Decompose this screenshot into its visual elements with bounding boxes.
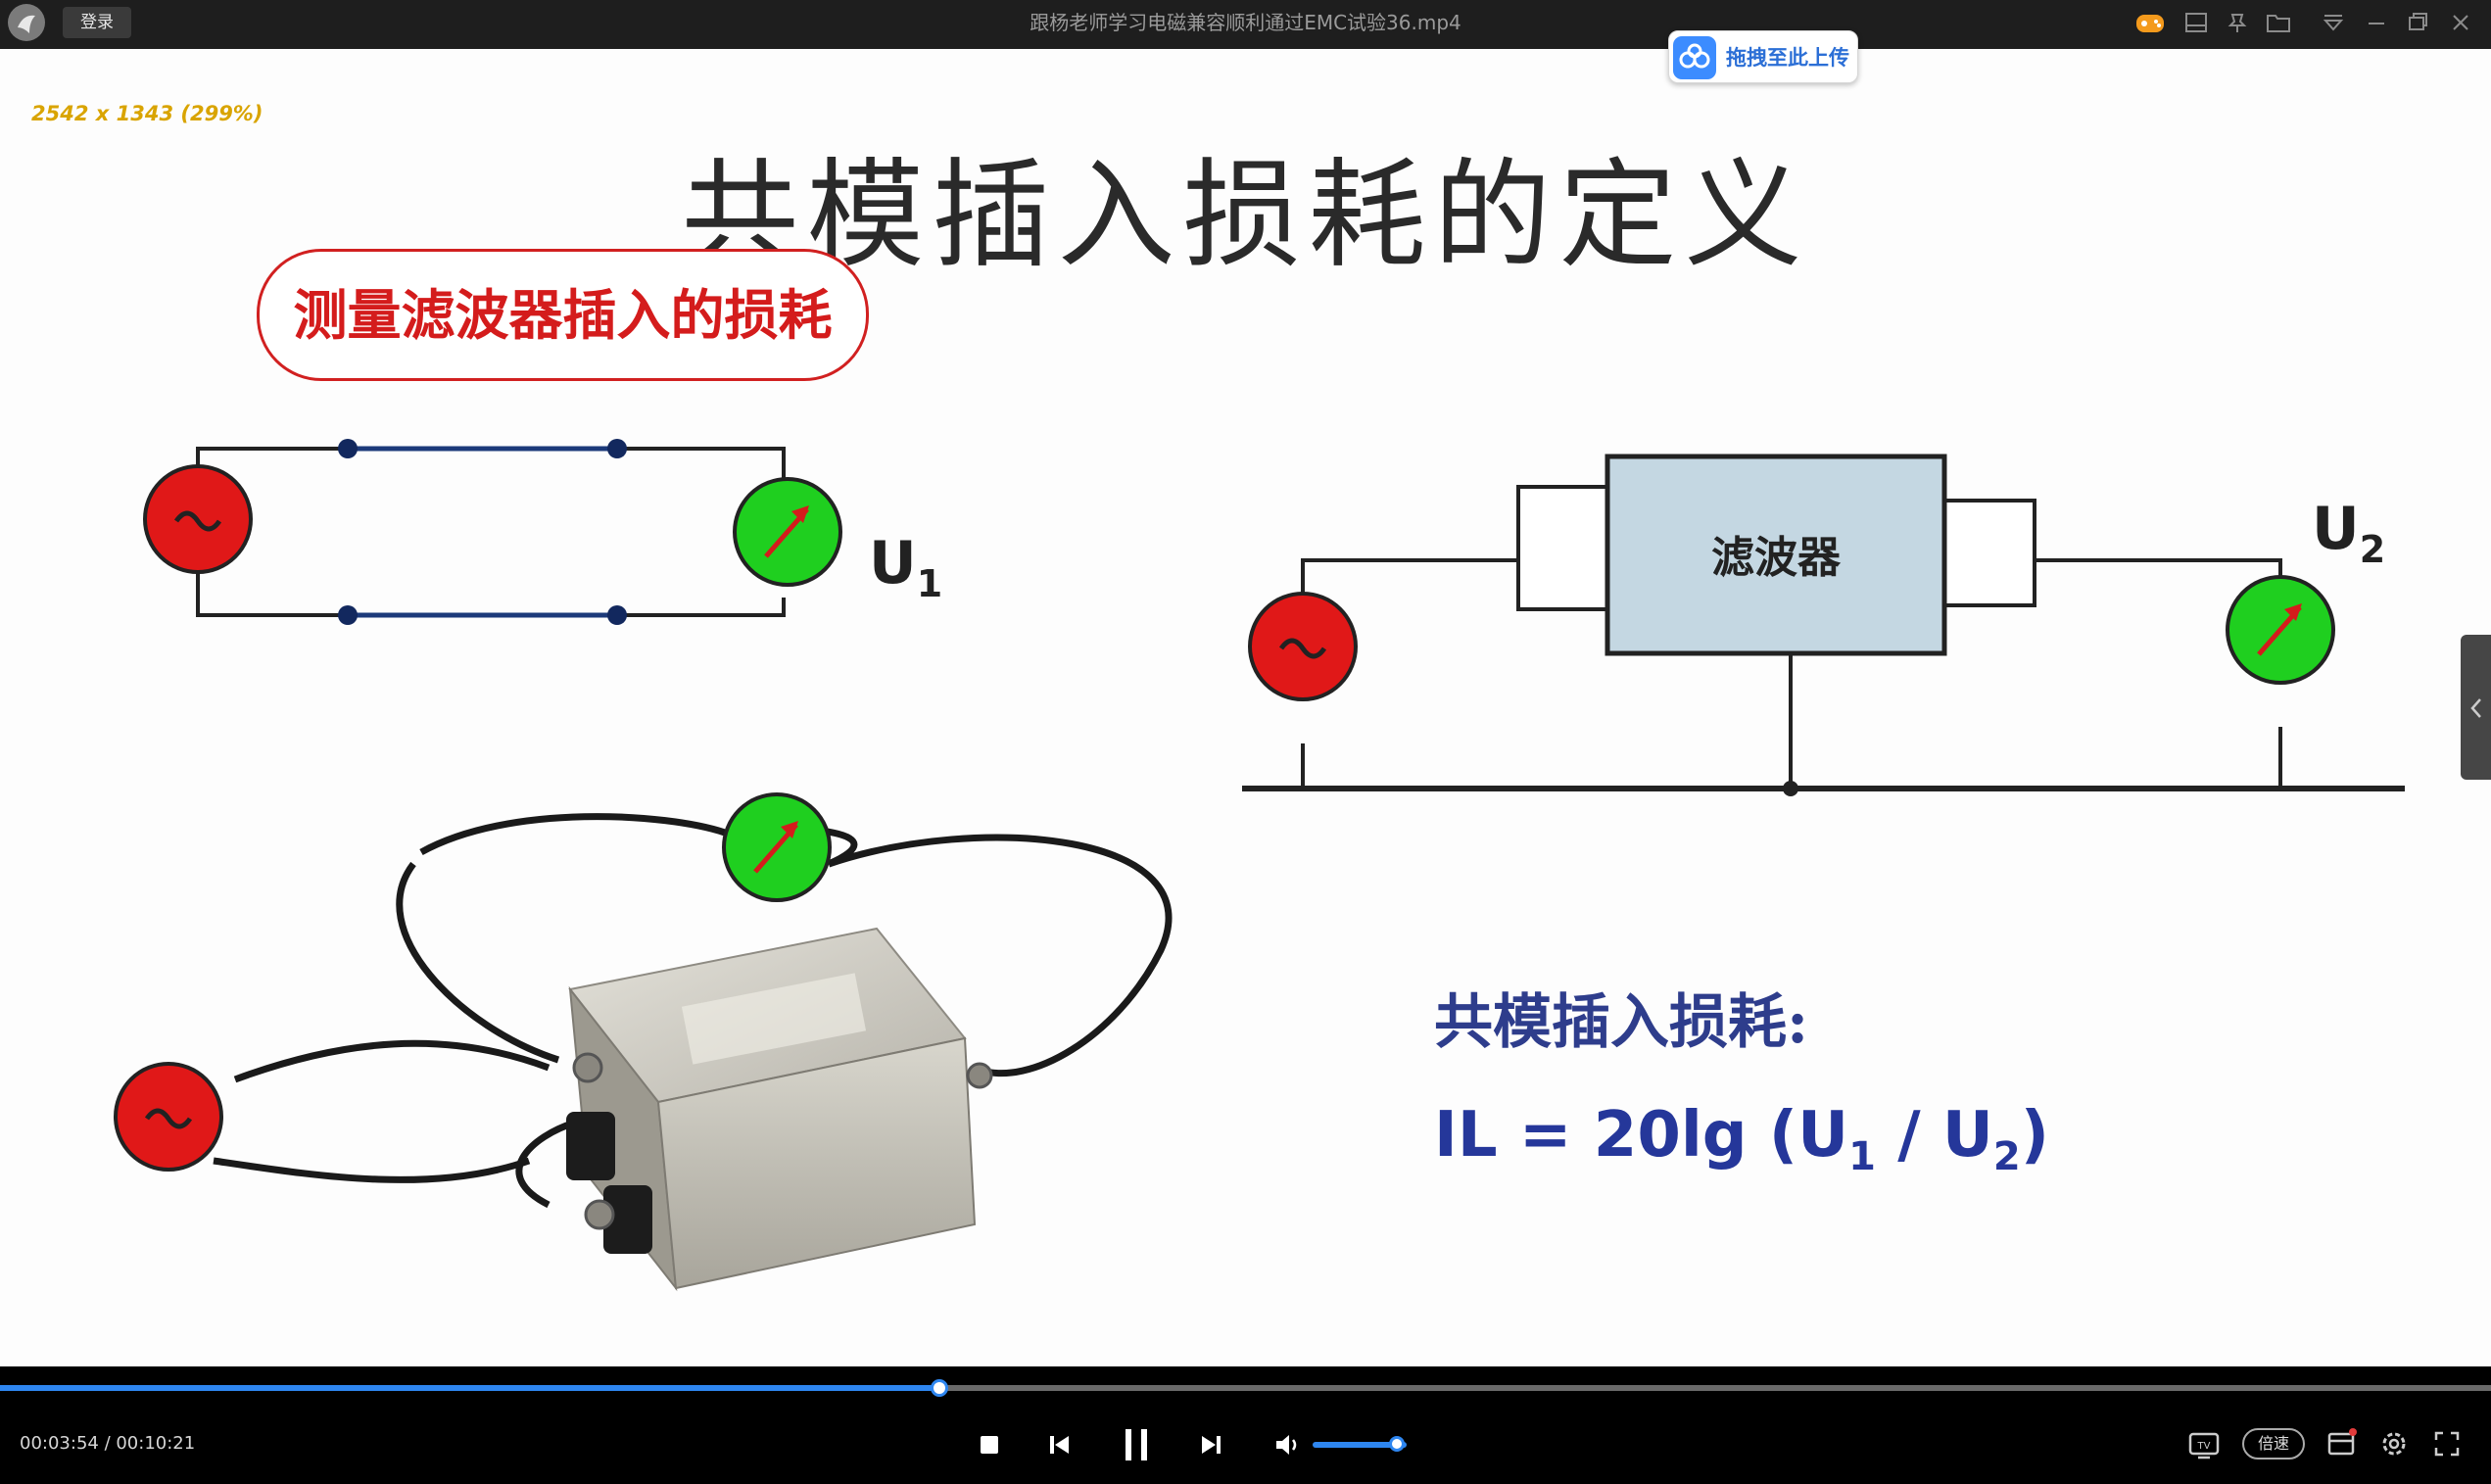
window-title: 跟杨老师学习电磁兼容顺利通过EMC试验36.mp4	[0, 0, 2491, 45]
signal-source-icon	[116, 1064, 221, 1170]
filter-label: 滤波器	[1711, 533, 1842, 583]
pause-icon	[1117, 1423, 1156, 1466]
stop-button[interactable]	[973, 1428, 1006, 1461]
progress-handle[interactable]	[931, 1379, 948, 1397]
game-controller-icon[interactable]	[2133, 6, 2167, 39]
voltmeter-icon	[724, 794, 830, 900]
formula-label: 共模插入损耗:	[1434, 975, 1808, 1060]
progress-bar[interactable]	[0, 1385, 2491, 1391]
ground-node-dot	[1783, 781, 1798, 796]
previous-button[interactable]	[1042, 1428, 1076, 1461]
folder-icon[interactable]	[2262, 6, 2295, 39]
gear-icon	[2376, 1426, 2412, 1461]
settings-button[interactable]	[2376, 1426, 2412, 1461]
node-dot	[607, 605, 627, 625]
speaker-icon	[1271, 1428, 1305, 1461]
svg-text:TV: TV	[2197, 1441, 2211, 1452]
signal-source-icon	[1250, 594, 1356, 699]
side-panel-toggle[interactable]	[2461, 635, 2491, 780]
cloud-upload-icon	[1673, 36, 1716, 79]
insertion-loss-formula: IL = 20lg (U1 / U2)	[1434, 1099, 2049, 1179]
progress-fill	[0, 1385, 939, 1391]
video-frame[interactable]: 2542 x 1343 (299%) 共模插入损耗的定义 测量滤波器插入的损耗	[0, 49, 2491, 1366]
time-display: 00:03:54 / 00:10:21	[20, 1433, 195, 1454]
next-button[interactable]	[1195, 1428, 1228, 1461]
voltmeter-icon	[2228, 577, 2333, 683]
pin-icon[interactable]	[2221, 6, 2254, 39]
playlist-button[interactable]	[2323, 1426, 2359, 1461]
u1-label: U1	[869, 529, 942, 605]
close-icon[interactable]	[2444, 6, 2477, 39]
restore-window-icon[interactable]	[2401, 6, 2434, 39]
volume-button[interactable]	[1271, 1428, 1305, 1461]
pause-button[interactable]	[1117, 1423, 1156, 1466]
node-dot	[607, 439, 627, 458]
node-dot	[338, 605, 358, 625]
fullscreen-button[interactable]	[2429, 1426, 2465, 1461]
stop-icon	[973, 1428, 1006, 1461]
upload-label: 拖拽至此上传	[1726, 31, 1849, 84]
menu-dropdown-icon[interactable]	[2317, 6, 2350, 39]
skip-forward-icon	[1195, 1428, 1228, 1461]
playlist-icon	[2323, 1426, 2359, 1461]
volume-handle[interactable]	[1389, 1436, 1405, 1452]
circuit-diagram: U1 滤波器 U2	[0, 49, 2491, 1366]
signal-source-icon	[145, 466, 251, 572]
filter-device-illustration	[214, 817, 1169, 1288]
mini-mode-icon[interactable]	[2180, 6, 2213, 39]
u2-label: U2	[2312, 495, 2385, 571]
upload-drop-target[interactable]: 拖拽至此上传	[1668, 30, 1858, 83]
cast-tv-button[interactable]: TV	[2186, 1428, 2222, 1461]
tv-icon: TV	[2186, 1428, 2222, 1461]
playback-speed-button[interactable]: 倍速	[2242, 1428, 2305, 1460]
skip-back-icon	[1042, 1428, 1076, 1461]
playback-controls: 00:03:54 / 00:10:21 TV 倍速	[0, 1366, 2491, 1484]
minimize-icon[interactable]	[2360, 6, 2393, 39]
fullscreen-icon	[2429, 1426, 2465, 1461]
voltmeter-icon	[735, 479, 840, 585]
direct-measurement-circuit	[198, 449, 784, 615]
title-bar: 登录 跟杨老师学习电磁兼容顺利通过EMC试验36.mp4	[0, 0, 2491, 49]
node-dot	[338, 439, 358, 458]
